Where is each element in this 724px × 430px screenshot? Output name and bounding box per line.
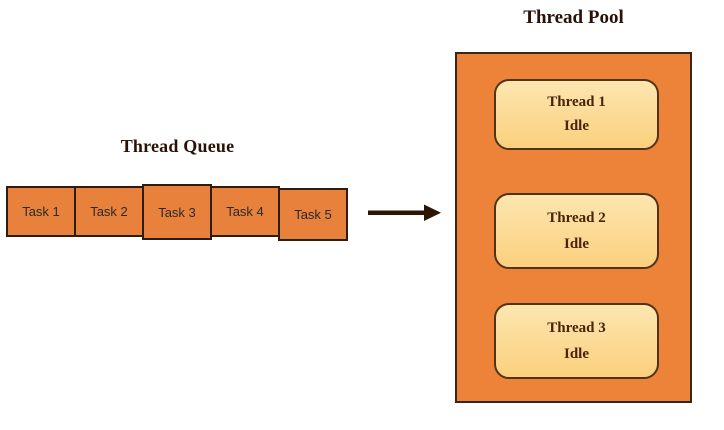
queue-title: Thread Queue [120, 136, 235, 156]
task-label-4: Task 4 [226, 204, 264, 219]
pool-title: Thread Pool [523, 7, 624, 28]
task-label-2: Task 2 [90, 204, 128, 219]
right-arrow-icon [368, 204, 441, 221]
thread-status-1: Idle [563, 118, 589, 135]
task-box-2: Task 2 [74, 186, 144, 237]
task-box-1: Task 1 [6, 186, 76, 237]
task-box-4: Task 4 [210, 186, 280, 237]
task-queue: Task 1 Task 2 Task 3 Task 4 Task 5 [6, 184, 348, 241]
task-box-5: Task 5 [278, 188, 348, 241]
thread-box-3: Thread 3 Idle [494, 303, 659, 379]
task-label-1: Task 1 [22, 204, 60, 219]
task-box-3: Task 3 [142, 184, 212, 240]
thread-status-2: Idle [563, 235, 589, 252]
thread-name-1: Thread 1 [547, 94, 606, 111]
thread-box-2: Thread 2 Idle [494, 193, 659, 269]
thread-status-3: Idle [563, 345, 589, 362]
task-label-3: Task 3 [158, 204, 196, 220]
task-label-5: Task 5 [294, 207, 332, 222]
thread-pool-container: Thread 1 Idle Thread 2 Idle Thread 3 Idl… [455, 52, 692, 403]
thread-name-3: Thread 3 [547, 320, 606, 336]
thread-box-1: Thread 1 Idle [494, 79, 659, 150]
thread-name-2: Thread 2 [547, 210, 606, 226]
